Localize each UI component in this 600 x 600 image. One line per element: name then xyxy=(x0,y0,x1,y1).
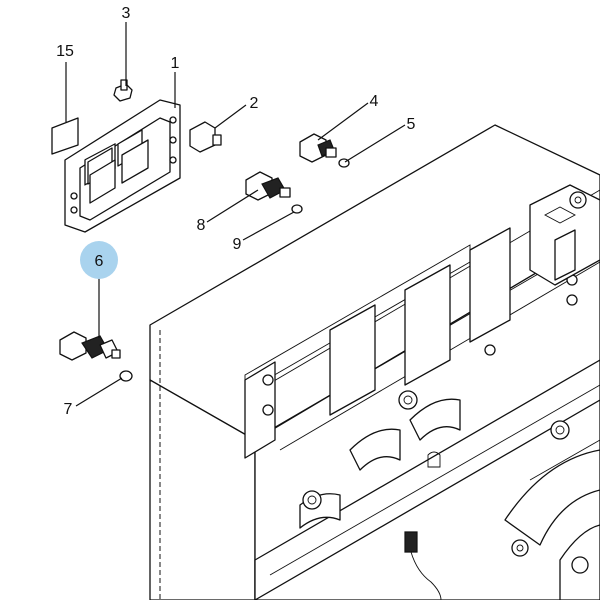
o-ring-7 xyxy=(119,370,133,382)
callout-8[interactable]: 8 xyxy=(197,217,206,234)
o-ring-9 xyxy=(291,204,303,214)
callout-5[interactable]: 5 xyxy=(407,116,416,133)
leader-lines xyxy=(65,22,406,407)
sensor-4 xyxy=(299,133,337,163)
callout-15[interactable]: 15 xyxy=(56,43,74,60)
bolt xyxy=(113,79,133,102)
callout-7[interactable]: 7 xyxy=(64,401,73,418)
callout-4[interactable]: 4 xyxy=(370,93,379,110)
callout-1[interactable]: 1 xyxy=(171,55,180,72)
sensor-8 xyxy=(245,171,291,201)
callout-6[interactable]: 6 xyxy=(95,253,104,270)
engine-block xyxy=(149,124,600,600)
callout-2[interactable]: 2 xyxy=(250,95,259,112)
sensor-6 xyxy=(59,331,121,361)
callouts: 1 2 3 4 5 6 7 8 9 15 xyxy=(56,5,415,418)
callout-9[interactable]: 9 xyxy=(233,236,242,253)
callout-6-highlight xyxy=(80,241,118,279)
callout-3[interactable]: 3 xyxy=(122,5,131,22)
label-plate xyxy=(51,117,79,155)
ecm-mounting-bracket xyxy=(64,99,181,233)
sensor-2 xyxy=(189,121,222,153)
